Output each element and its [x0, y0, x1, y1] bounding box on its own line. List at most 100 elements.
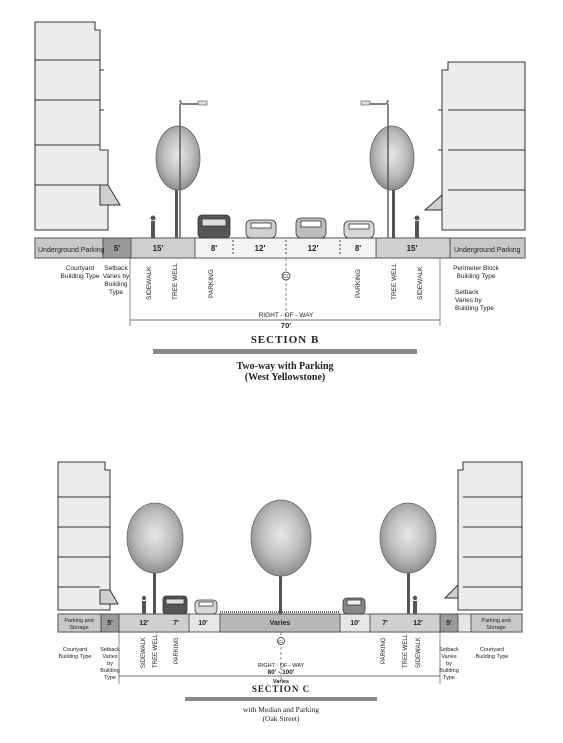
dim-b-5: 8' [355, 244, 361, 253]
row-width-c: 80' - 100' [268, 669, 295, 676]
dim-c-6: 7' [382, 620, 388, 627]
perimeter-type-b-1: Perimeter Block [453, 265, 500, 272]
vlabel-c-sidewalk-left: SIDEWALK [141, 637, 147, 668]
courtyard-left-c-0: Courtyard [63, 647, 87, 653]
dimensions-b: 5' 15' 8' 12' 12' 8' 15' [114, 244, 418, 253]
dim-b-0: 5' [114, 244, 120, 253]
centerline-symbol-c [277, 637, 285, 645]
pedestrian-right-c [412, 595, 418, 614]
section-c-subtitle-1: with Median and Parking [243, 705, 319, 714]
setback-right-b-0: Setback [455, 289, 479, 296]
setback-left-c-1: Varies [102, 654, 117, 660]
setback-left-b-2: Building [104, 281, 128, 288]
centerline-text-b: CL [283, 274, 290, 280]
pedestrian-left-c [141, 595, 147, 614]
dim-b-3: 12' [255, 244, 266, 253]
setback-right-c-4: Type [443, 675, 455, 681]
section-c-subtitle-2: (Oak Street) [263, 714, 300, 723]
section-b-title-bar [153, 349, 417, 354]
setback-left-b-1: Varies by [103, 273, 130, 280]
right-building-b [423, 61, 526, 231]
dim-b-2: 8' [211, 244, 217, 253]
parking-storage-labels-c: Parking and Storage Parking and Storage [64, 618, 510, 631]
vlabel-b-sidewalk-right: SIDEWALK [417, 266, 424, 300]
courtyard-type-b-2: Building Type [61, 273, 100, 280]
vertical-labels-c: SIDEWALK TREE WELL PARKING PARKING TREE … [141, 633, 422, 668]
pedestrian-left-b [150, 215, 156, 238]
setback-right-c: Setback Varies by Building Type [439, 647, 459, 681]
setback-right-c-0: Setback [439, 647, 459, 653]
courtyard-type-b-1: Courtyard [66, 265, 95, 272]
right-building-c [443, 461, 523, 611]
pedestrian-right-b [414, 215, 420, 238]
courtyard-right-c-0: Courtyard [480, 647, 504, 653]
setback-right-c-2: by [446, 661, 452, 667]
ground-band-c [57, 611, 523, 633]
cars-c [162, 595, 366, 615]
left-building-b [34, 21, 121, 231]
parking-storage-right-0: Parking and [481, 618, 510, 624]
vlabel-b-treewell-right: TREE WELL [391, 263, 398, 300]
setback-left-c: Setback Varies by Building Type [100, 647, 120, 681]
section-c-title: SECTION C [252, 684, 310, 694]
setback-left-c-0: Setback [100, 647, 120, 653]
section-b: Underground Parking Underground Parking … [34, 21, 526, 383]
setback-right-c-3: Building [439, 668, 459, 674]
vlabel-b-parking-left: PARKING [208, 269, 215, 298]
underground-parking-left: Underground Parking [38, 247, 105, 254]
vlabel-b-sidewalk-left: SIDEWALK [146, 266, 153, 300]
dim-c-8: 5' [446, 620, 452, 627]
left-building-c [57, 461, 119, 611]
dim-b-6: 15' [407, 244, 418, 253]
vlabel-c-treewell-right: TREE WELL [403, 633, 409, 668]
section-b-subtitle-2: (West Yellowstone) [245, 372, 325, 383]
underground-parking-right: Underground Parking [454, 247, 521, 254]
dim-c-5: 10' [350, 620, 360, 627]
courtyard-left-c-1: Building Type [59, 654, 92, 660]
setback-right-b: Setback Varies by Building Type [455, 289, 494, 312]
row-label-c: RIGHT - OF - WAY [258, 663, 305, 669]
section-c-title-bar [185, 697, 377, 701]
setback-left-b-3: Type [109, 289, 123, 296]
setback-left-b-0: Setback [104, 265, 128, 272]
vlabel-b-treewell-left: TREE WELL [172, 263, 179, 300]
parking-storage-left-0: Parking and [64, 618, 93, 624]
section-b-title: SECTION B [251, 334, 320, 346]
ground-band-b [34, 237, 526, 259]
dimensions-c: 5' 12' 7' 10' Varies 10' 7' 12' 5' [107, 620, 452, 627]
vlabel-c-treewell-left: TREE WELL [153, 633, 159, 668]
dim-c-3: 10' [198, 620, 208, 627]
vlabel-c-parking-left: PARKING [174, 637, 180, 664]
courtyard-right-c-1: Building Type [476, 654, 509, 660]
vlabel-c-parking-right: PARKING [381, 637, 387, 664]
setback-left-b: Setback Varies by Building Type [103, 265, 130, 296]
centerline-symbol-b [281, 271, 291, 281]
setback-left-c-3: Building [100, 668, 120, 674]
dim-c-2: 7' [173, 620, 179, 627]
dim-c-0: 5' [107, 620, 113, 627]
parking-storage-right-1: Storage [486, 625, 505, 631]
tree-left-b [155, 99, 208, 238]
cars-b [197, 214, 375, 239]
perimeter-type-b-2: Building Type [457, 273, 496, 280]
parking-storage-left-1: Storage [69, 625, 88, 631]
section-b-subtitle-1: Two-way with Parking [236, 361, 333, 372]
row-label-b: RIGHT - OF - WAY [259, 312, 314, 319]
dim-b-4: 12' [308, 244, 319, 253]
tree-right-b [360, 99, 415, 238]
building-type-labels-c: Courtyard Building Type Courtyard Buildi… [59, 647, 509, 660]
centerline-text-c: CL [278, 639, 284, 644]
dim-c-1: 12' [139, 620, 149, 627]
setback-right-b-2: Building Type [455, 305, 494, 312]
vlabel-c-sidewalk-right: SIDEWALK [416, 637, 422, 668]
setback-right-c-1: Varies [441, 654, 456, 660]
vertical-labels-b: SIDEWALK TREE WELL PARKING PARKING TREE … [146, 263, 424, 300]
tree-left-c [126, 502, 184, 614]
setback-left-c-2: by [107, 661, 113, 667]
setback-left-c-4: Type [104, 675, 116, 681]
row-width-b: 70' [281, 321, 291, 330]
tree-right-c [379, 502, 437, 614]
dim-c-7: 12' [413, 620, 423, 627]
vlabel-b-parking-right: PARKING [355, 269, 362, 298]
